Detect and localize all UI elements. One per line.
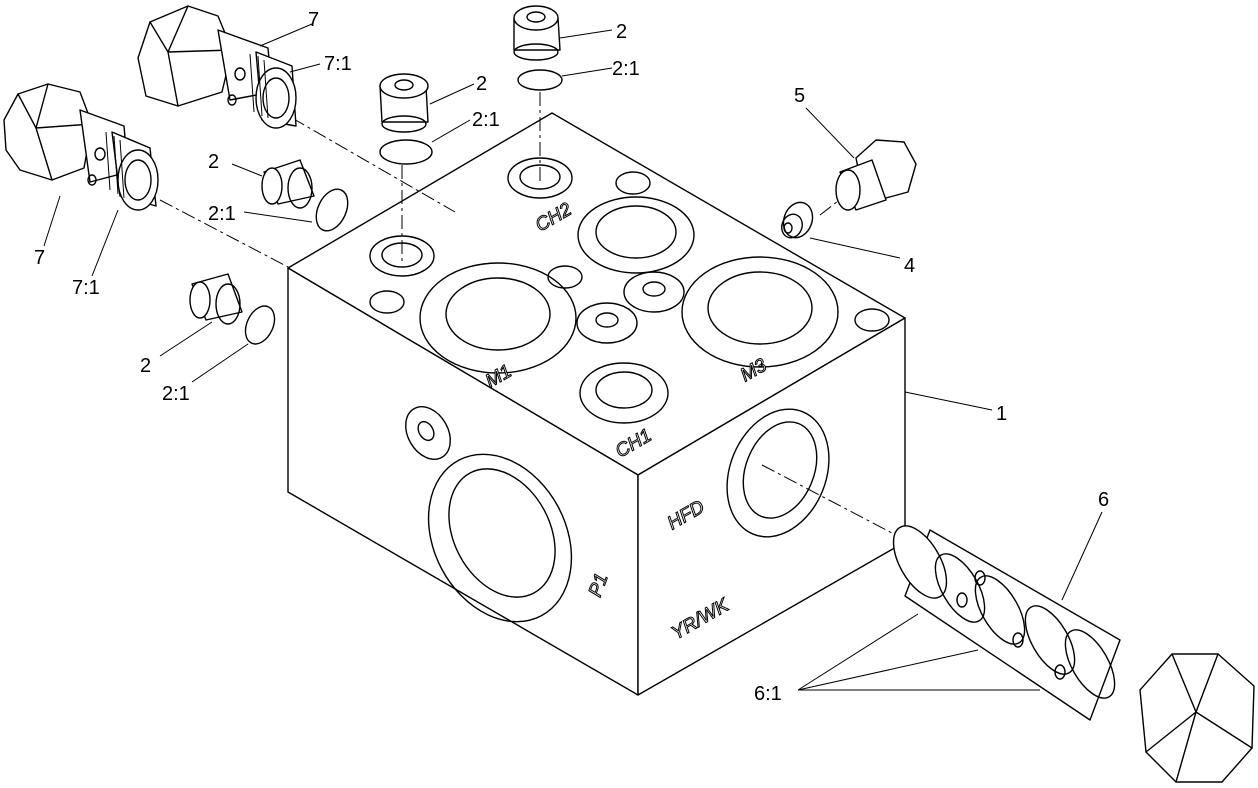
hex-plug-5 [835, 139, 917, 211]
callout-7-1-left: 7:1 [72, 277, 100, 299]
hex-plug-side [405, 406, 451, 460]
callout-labels: 7 7:1 2 2:1 2 2:1 2 2:1 7 7:1 2 2:1 5 4 … [34, 9, 1109, 705]
mount-hole-3 [854, 308, 890, 332]
oring-2-1-top-mid [379, 139, 433, 165]
oring-2-1-top-right [517, 69, 563, 91]
callout-7-1-top: 7:1 [324, 53, 352, 75]
leader-lines [43, 23, 1103, 691]
hex-nut-6 [1139, 653, 1255, 783]
callout-7-left: 7 [34, 247, 45, 269]
mount-hole-1 [615, 171, 651, 195]
port-m1 [419, 262, 577, 374]
oring-2-1-left-upper [315, 188, 349, 232]
callout-2-top-right: 2 [616, 21, 627, 43]
plug-2-left-upper [261, 159, 315, 209]
callout-6-1: 6:1 [754, 683, 782, 705]
hex-plug-top-2 [623, 271, 685, 313]
cartridge-valve-7-upper [137, 5, 297, 129]
orifice-4 [781, 201, 814, 239]
callout-1: 1 [996, 403, 1007, 425]
cartridge-valve-7-left [3, 83, 159, 211]
callout-5: 5 [794, 85, 805, 107]
port-top-small-back [507, 157, 573, 199]
port-right-face [726, 408, 830, 538]
callout-2-1-left-lower: 2:1 [162, 383, 190, 405]
mount-hole-2 [369, 290, 405, 314]
callout-2-top-mid: 2 [476, 73, 487, 95]
port-ch2 [577, 196, 695, 274]
cartridge-valve-6 [892, 525, 1255, 783]
callout-4: 4 [904, 255, 915, 277]
plug-2-top-right [513, 5, 561, 61]
oring-2-1-left-lower [244, 305, 276, 345]
port-p1 [427, 453, 573, 623]
mount-hole-4 [547, 265, 583, 289]
port-m3 [681, 256, 839, 368]
callout-2-1-top-mid: 2:1 [472, 109, 500, 131]
manifold-block: CH2 M1 M3 CH1 P1 HFD YR/WK [287, 112, 906, 696]
callout-2-1-left-upper: 2:1 [208, 203, 236, 225]
axis-lines [159, 92, 916, 546]
callout-7-top: 7 [308, 9, 319, 31]
callout-2-left-upper: 2 [208, 151, 219, 173]
callout-2-left-lower: 2 [140, 355, 151, 377]
plug-2-left-lower [189, 273, 243, 325]
port-ch1 [579, 362, 669, 424]
plug-2-top-mid [379, 73, 429, 133]
callout-2-1-top-right: 2:1 [612, 58, 640, 80]
callout-6: 6 [1098, 489, 1109, 511]
hex-plug-top-1 [576, 302, 638, 344]
